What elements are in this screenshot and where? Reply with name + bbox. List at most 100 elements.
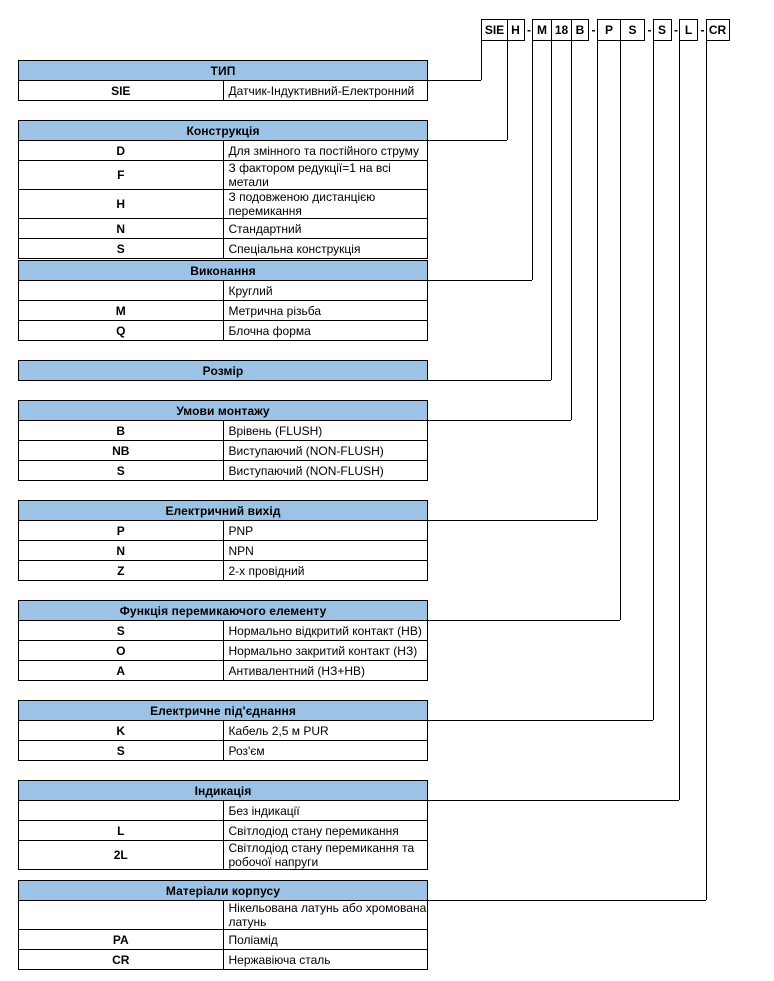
table-header-elektrychnyi-vykhid: Електричний вихід	[18, 500, 428, 521]
option-description: Нормально відкритий контакт (НВ)	[222, 620, 428, 641]
table-header-tip: ТИП	[18, 60, 428, 81]
table-row[interactable]: Без індикації	[18, 800, 428, 821]
code-segment-p[interactable]: P	[596, 19, 622, 41]
table-header-rozmir: Розмір	[18, 360, 428, 381]
option-code: Z	[18, 560, 224, 581]
option-description: Світлодіод стану перемикання та робочої …	[222, 840, 428, 870]
connector-montazh-vertical	[571, 41, 572, 420]
option-code: NB	[18, 440, 224, 461]
option-code: SIE	[18, 80, 224, 101]
option-description: Без індикації	[222, 800, 428, 821]
connector-montazh-horizontal	[428, 420, 571, 421]
option-description: Нормально закритий контакт (НЗ)	[222, 640, 428, 661]
option-description: Метрична різьба	[222, 300, 428, 321]
code-segment-sie[interactable]: SIE	[481, 19, 508, 41]
connector-tip-horizontal	[428, 80, 481, 81]
table-header-umovy-montazhu: Умови монтажу	[18, 400, 428, 421]
option-description: Датчик-Індуктивний-Електронний	[222, 80, 428, 101]
connector-materialy-horizontal	[428, 900, 706, 901]
connector-vykhid-horizontal	[428, 520, 597, 521]
connector-funktsiya-vertical	[620, 41, 621, 620]
option-description: Антивалентний (НЗ+НВ)	[222, 660, 428, 681]
table-row[interactable]: Нікельована латунь або хромована латунь	[18, 900, 428, 930]
option-description: Роз'єм	[222, 740, 428, 761]
option-code: K	[18, 720, 224, 741]
option-description: 2-х провідний	[222, 560, 428, 581]
code-segment-cr[interactable]: CR	[705, 19, 730, 41]
option-code: P	[18, 520, 224, 541]
option-description: Виступаючий (NON-FLUSH)	[222, 440, 428, 461]
code-segment-b[interactable]: B	[571, 19, 589, 41]
code-segment-18[interactable]: 18	[550, 19, 573, 41]
table-header-konstruktsiya: Конструкція	[18, 120, 428, 141]
table-header-row: Функція перемикаючого елементу	[18, 600, 428, 621]
code-segment-m[interactable]: M	[532, 19, 552, 41]
connector-vykhid-vertical	[597, 41, 598, 520]
table-header-row: Електричний вихід	[18, 500, 428, 521]
option-description: Блочна форма	[222, 320, 428, 341]
table-header-row: Індикація	[18, 780, 428, 801]
option-description: Спеціальна конструкція	[222, 238, 428, 259]
option-code: L	[18, 820, 224, 841]
option-code: H	[18, 189, 224, 219]
option-description: Нержавіюча сталь	[222, 949, 428, 970]
option-description: Круглий	[222, 280, 428, 301]
code-segment-h[interactable]: H	[506, 19, 525, 41]
option-description: Поліамід	[222, 929, 428, 950]
table-header-row: Виконання	[18, 260, 428, 281]
option-description: З фактором редукції=1 на всі метали	[222, 160, 428, 190]
connector-vykonannya-vertical	[532, 41, 533, 280]
table-header-indykatsiya: Індикація	[18, 780, 428, 801]
connector-vykonannya-horizontal	[428, 280, 532, 281]
connector-konstr-vertical	[507, 41, 508, 140]
option-description: Світлодіод стану перемикання	[222, 820, 428, 841]
table-header-funktsiya-peremykayuchoho-elementu: Функція перемикаючого елементу	[18, 600, 428, 621]
code-segment-s[interactable]: S	[652, 19, 672, 41]
option-description: Нікельована латунь або хромована латунь	[222, 900, 428, 930]
option-code: S	[18, 460, 224, 481]
code-separator: -	[671, 19, 681, 41]
option-code: Q	[18, 320, 224, 341]
table-header-vykonannya: Виконання	[18, 260, 428, 281]
option-description: Стандартний	[222, 218, 428, 239]
code-separator: -	[589, 19, 598, 41]
option-code: B	[18, 420, 224, 441]
table-header-elektrychne-pidiednannya: Електричне під'єднання	[18, 700, 428, 721]
code-separator: -	[645, 19, 654, 41]
table-row[interactable]: Круглий	[18, 280, 428, 301]
code-segment-l[interactable]: L	[679, 19, 698, 41]
option-table-rozmir: Розмір	[18, 360, 428, 381]
table-header-row: Розмір	[18, 360, 428, 381]
code-segment-s[interactable]: S	[620, 19, 645, 41]
option-description: Врівень (FLUSH)	[222, 420, 428, 441]
